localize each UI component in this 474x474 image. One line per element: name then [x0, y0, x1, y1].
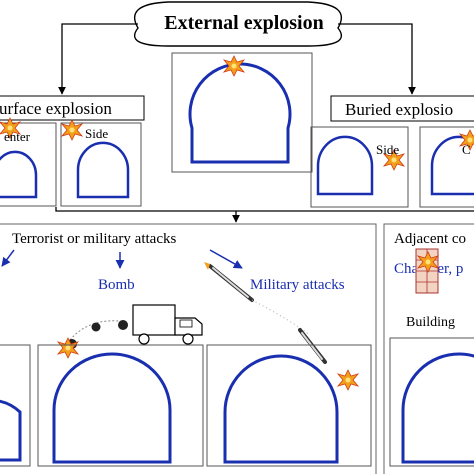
buried-side-frame	[310, 126, 409, 208]
surface-center-label: enter	[4, 129, 31, 144]
attacks-title: Terrorist or military attacks	[12, 231, 176, 247]
surface-label: urface explosion	[0, 99, 112, 118]
adjacent-tunnel	[401, 352, 474, 464]
connector-line	[55, 207, 474, 222]
missile-icon	[204, 262, 327, 364]
building-label: Building	[406, 315, 455, 330]
buried-side-label: Side	[376, 142, 399, 157]
surface-label-box	[0, 95, 145, 121]
attack-tunnel-1	[0, 399, 22, 462]
surface-center-frame	[0, 122, 57, 207]
attack-tunnel-2	[52, 352, 172, 464]
buried-partial-label: C	[462, 142, 471, 157]
title-box	[133, 1, 343, 47]
adjacent-title: Adjacent co	[394, 231, 466, 247]
bomb-label: Bomb	[98, 277, 135, 293]
arrow-to-surface	[58, 23, 138, 95]
adjacent-frame	[389, 337, 474, 467]
buried-side-tunnel	[316, 135, 374, 196]
arrow-to-buried	[338, 23, 416, 95]
attack-frame-1	[0, 344, 31, 467]
buried-label-box	[330, 95, 474, 122]
buried-label: Buried explosio	[345, 100, 453, 119]
attacks-box	[0, 223, 377, 474]
adjacent-box	[383, 223, 474, 474]
attack-frame-3	[206, 344, 372, 467]
center-example-frame	[171, 52, 313, 173]
military-label: Military attacks	[250, 277, 345, 293]
arrow-left	[1, 249, 15, 267]
surface-center-tunnel	[0, 150, 38, 199]
center-tunnel	[188, 62, 292, 164]
surface-side-label: Side	[85, 126, 108, 141]
bomb-icon	[57, 320, 129, 359]
title-text: External explosion	[164, 12, 323, 34]
truck-icon	[132, 304, 203, 345]
surface-side-tunnel	[76, 141, 130, 199]
attack-tunnel-3	[223, 354, 339, 464]
buried-partial-frame	[419, 126, 474, 208]
arrow-military	[209, 249, 243, 269]
military-explosion-icon	[337, 369, 359, 391]
buried-partial-tunnel	[430, 135, 474, 196]
surface-side-frame	[60, 122, 142, 207]
attack-frame-2	[37, 344, 204, 467]
